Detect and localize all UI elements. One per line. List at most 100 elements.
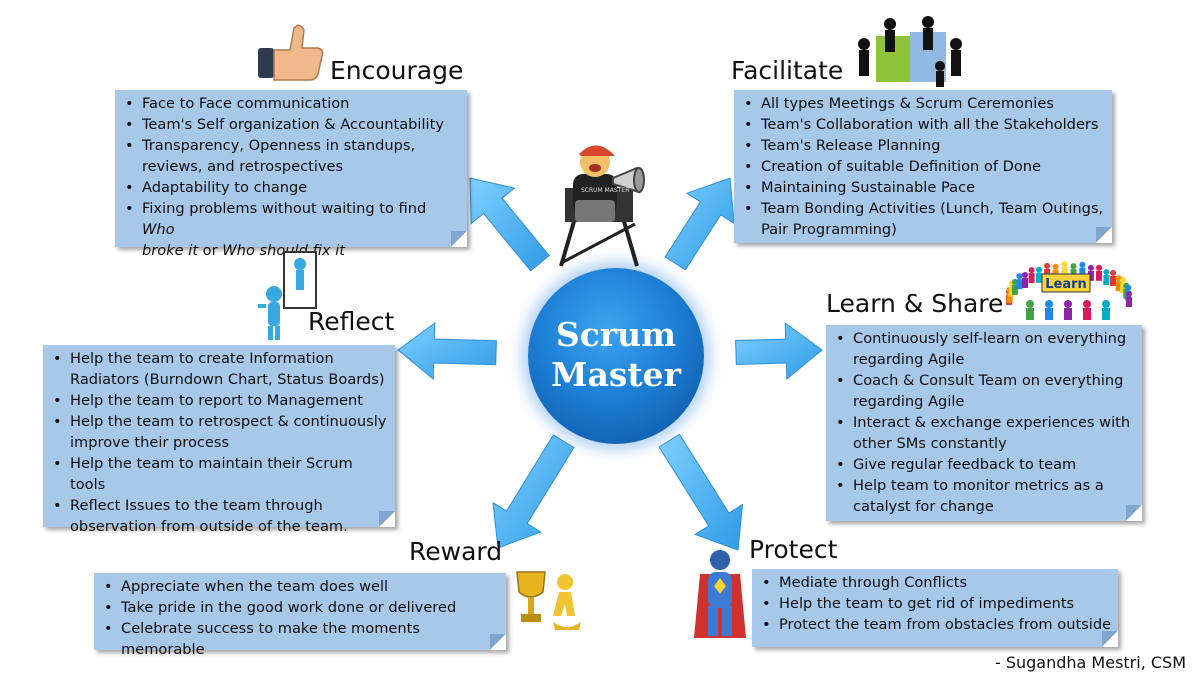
arrow-facilitate (664, 177, 735, 271)
protect-item: Protect the team from obstacles from out… (762, 614, 1112, 635)
learn-share-item: catalyst for change (853, 498, 994, 515)
person-body (1064, 308, 1072, 320)
person-head (1120, 276, 1127, 283)
protect-item: Help the team to get rid of impediments (762, 593, 1112, 614)
person-body (1083, 308, 1091, 320)
person-head (1061, 261, 1068, 268)
person-body (1028, 273, 1035, 284)
learn-share-item: Help team to monitor metrics as a (836, 475, 1136, 496)
mirror-figure-icon (258, 251, 317, 340)
reflect-item: observation from outside of the team. (70, 518, 348, 535)
learn-share-box: Continuously self-learn on everything reg… (826, 325, 1142, 521)
facilitate-item: Maintaining Sustainable Pace (744, 177, 1106, 198)
encourage-list: Face to Face communicationTeam's Self or… (125, 93, 461, 261)
person-head (1026, 300, 1034, 308)
reflect-box: Help the team to create InformationRadia… (43, 345, 395, 535)
person-head (1022, 272, 1028, 278)
person-body (1079, 267, 1086, 278)
person-head (1064, 300, 1072, 308)
arrow-learn-share (735, 322, 823, 381)
people-circle-icon: Learn (1006, 261, 1132, 320)
reward-item: Take pride in the good work done or deli… (104, 597, 500, 618)
reflect-title: Reflect (308, 307, 395, 336)
person-head (1087, 264, 1094, 271)
scrum-master-hub: Scrum Master (528, 268, 704, 444)
person-head (1102, 300, 1110, 308)
arrow-reflect (397, 321, 497, 381)
encourage-box: Face to Face communicationTeam's Self or… (115, 90, 467, 259)
person-head (1070, 263, 1077, 270)
learn-share-item: other SMs constantly (853, 435, 1007, 452)
reflect-item: Help the team to report to Management (53, 390, 389, 411)
protect-list: Mediate through ConflictsHelp the team t… (762, 572, 1112, 635)
facilitate-item: All types Meetings & Scrum Ceremonies (744, 93, 1106, 114)
reward-list: Appreciate when the team does wellTake p… (104, 576, 500, 660)
person-body (1115, 281, 1122, 292)
person-head (1044, 262, 1051, 269)
reward-item: Appreciate when the team does well (104, 576, 500, 597)
person-head (1083, 300, 1091, 308)
learn-share-list: Continuously self-learn on everything reg… (836, 328, 1136, 517)
person-head (1079, 261, 1086, 268)
learn-share-title: Learn & Share (826, 289, 1004, 318)
facilitate-list: All types Meetings & Scrum CeremoniesTea… (744, 93, 1106, 240)
hub-badge-text: SCRUM MASTER (581, 187, 629, 194)
person-body (1061, 267, 1068, 278)
person-head (1096, 264, 1102, 271)
encourage-item: Face to Face communication (125, 93, 461, 114)
learn-share-item: regarding Agile (853, 351, 965, 368)
person-body (1045, 308, 1053, 320)
arrow-protect (658, 433, 744, 551)
person-body (1126, 297, 1132, 307)
person-body (1006, 292, 1013, 303)
learn-share-item: Continuously self-learn on everything (836, 328, 1136, 349)
superhero-icon (694, 550, 746, 638)
person-body (1096, 270, 1102, 281)
scrum-master-character-icon: SCRUM MASTER (559, 145, 645, 267)
encourage-item: Team's Self organization & Accountabilit… (125, 114, 461, 135)
person-head (1126, 291, 1132, 297)
protect-item: Mediate through Conflicts (762, 572, 1112, 593)
facilitate-item: Creation of suitable Definition of Done (744, 156, 1106, 177)
person-head (1103, 269, 1110, 276)
encourage-item: reviews, and retrospectives (142, 158, 344, 175)
person-body (1102, 308, 1110, 320)
person-head (1036, 266, 1042, 273)
person-body (1008, 286, 1015, 297)
trophy-icon (516, 571, 581, 630)
facilitate-item: Team's Release Planning (744, 135, 1106, 156)
learn-share-item: regarding Agile (853, 393, 965, 410)
reflect-list: Help the team to create InformationRadia… (53, 348, 389, 537)
person-body (1022, 278, 1028, 288)
reflect-item: Radiators (Burndown Chart, Status Boards… (70, 371, 385, 388)
person-body (1120, 282, 1127, 293)
person-head (1045, 300, 1053, 308)
reflect-item: Help the team to maintain their Scrum to… (53, 453, 389, 495)
encourage-item: Adaptability to change (125, 177, 461, 198)
person-head (1115, 275, 1122, 282)
reward-title: Reward (409, 537, 503, 566)
person-body (1110, 276, 1116, 286)
person-head (1110, 270, 1116, 276)
reward-box: Appreciate when the team does wellTake p… (94, 573, 506, 658)
person-head (1125, 284, 1132, 291)
person-body (1016, 279, 1023, 290)
person-body (1087, 270, 1094, 281)
facilitate-title: Facilitate (731, 56, 844, 85)
learn-share-item: Coach & Consult Team on everything (836, 370, 1136, 391)
reflect-item: Help the team to retrospect & continuous… (53, 411, 389, 432)
reward-item: Celebrate success to make the moments me… (104, 618, 500, 660)
facilitate-item: Team's Collaboration with all the Stakeh… (744, 114, 1106, 135)
learn-share-item: Interact & exchange experiences with (836, 412, 1136, 433)
reflect-item: Help the team to create Information (53, 348, 389, 369)
author-credit: - Sugandha Mestri, CSM (994, 653, 1186, 672)
person-head (1028, 267, 1035, 274)
thumbs-up-icon (258, 24, 324, 81)
learn-share-item: Give regular feedback to team (836, 454, 1136, 475)
protect-box: Mediate through ConflictsHelp the team t… (752, 569, 1118, 647)
facilitate-box: All types Meetings & Scrum CeremoniesTea… (734, 90, 1112, 243)
reflect-item: improve their process (70, 434, 230, 451)
encourage-item: Fixing problems without waiting to find … (125, 198, 461, 240)
person-body (1036, 272, 1042, 283)
